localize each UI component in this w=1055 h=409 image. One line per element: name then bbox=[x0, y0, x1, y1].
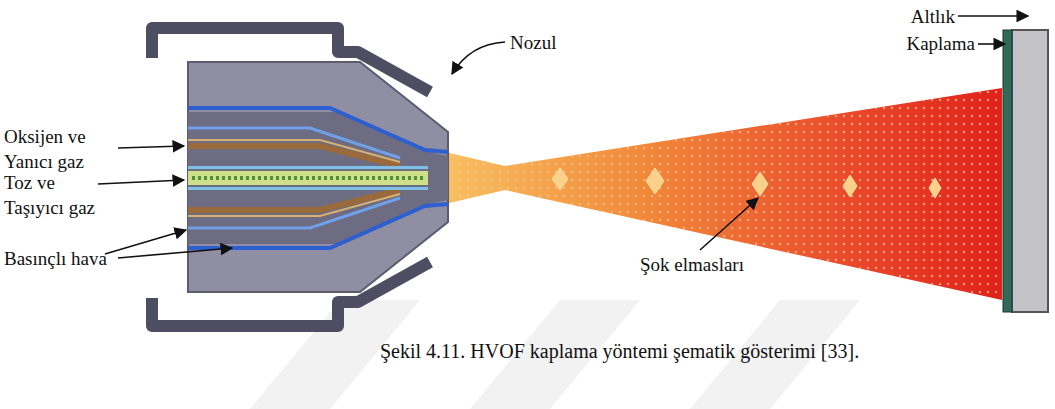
coating-layer bbox=[1003, 30, 1012, 312]
substrate bbox=[1012, 30, 1048, 312]
nozzle-label: Nozul bbox=[510, 30, 556, 55]
powder-inlet-label: Toz ve Taşıyıcı gaz bbox=[4, 170, 96, 220]
spray-gun bbox=[152, 28, 448, 326]
flame-jet bbox=[445, 88, 1002, 300]
coating-label: Kaplama bbox=[906, 31, 975, 56]
shock-diamonds-label: Şok elmasları bbox=[640, 252, 744, 277]
substrate-label: Altlık bbox=[911, 4, 955, 29]
leader-lines bbox=[98, 16, 1028, 258]
gas-inlet-label: Oksijen ve Yanıcı gaz bbox=[4, 124, 122, 174]
figure-caption: Şekil 4.11. HVOF kaplama yöntemi şematik… bbox=[380, 338, 859, 364]
air-inlet-label: Basınçlı hava bbox=[4, 246, 107, 271]
